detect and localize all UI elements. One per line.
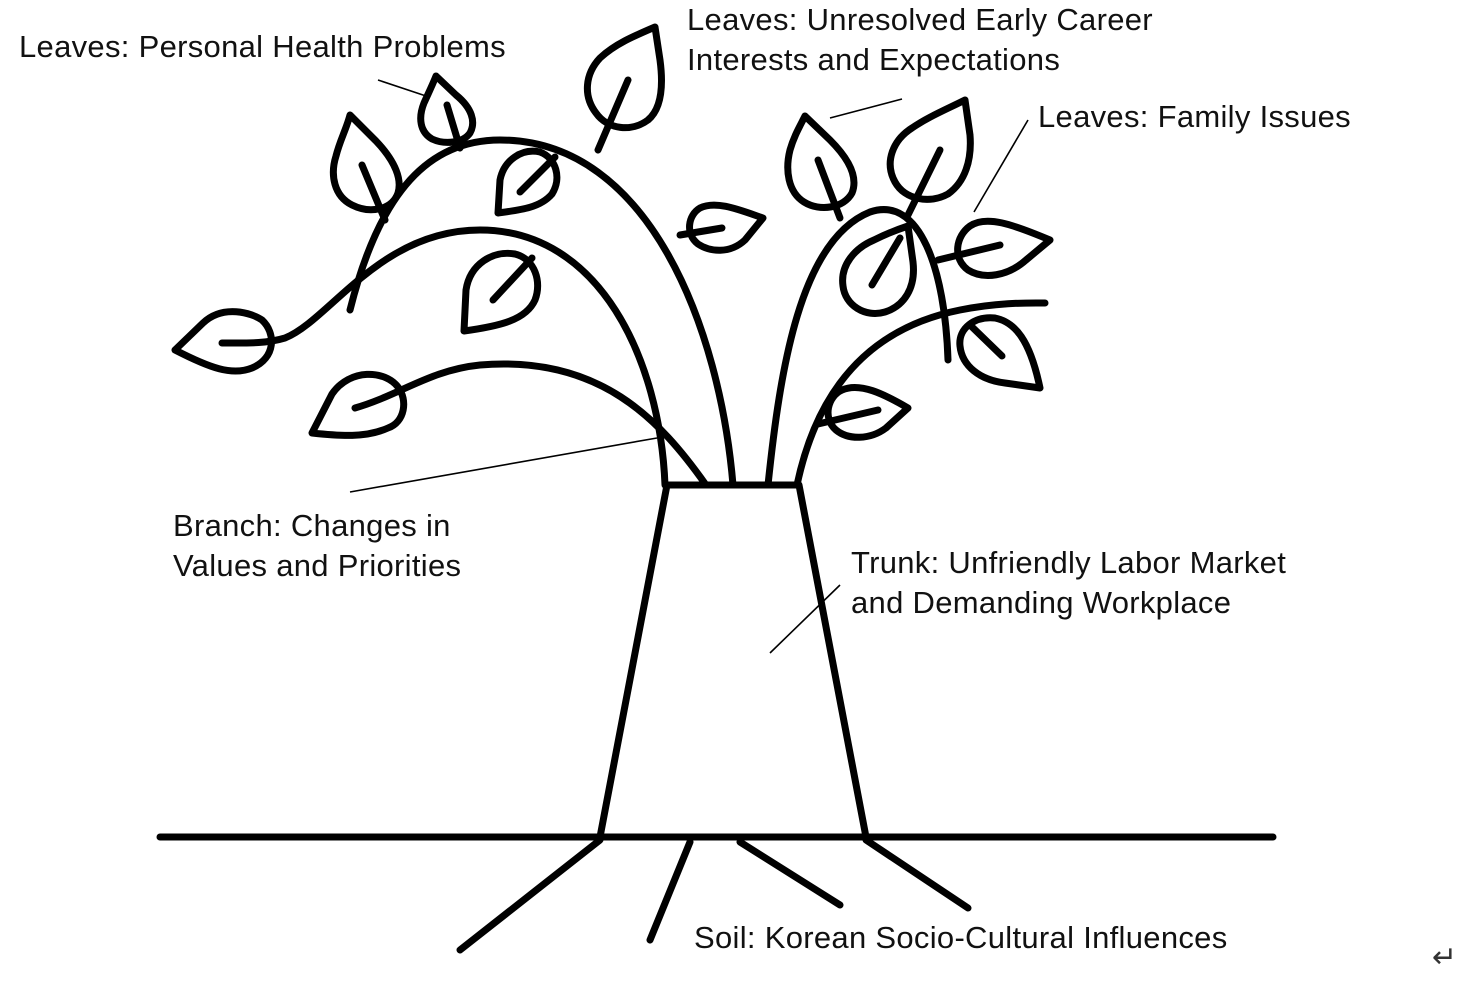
leaf xyxy=(784,112,858,211)
branch xyxy=(764,206,952,489)
leaf-stem xyxy=(594,76,632,154)
leaf-stem xyxy=(489,254,536,304)
label-soil: Soil: Korean Socio-Cultural Influences xyxy=(694,918,1228,958)
trunk xyxy=(596,481,870,841)
callout-branch xyxy=(349,437,658,493)
root xyxy=(456,836,604,954)
leaf xyxy=(494,147,561,217)
branch xyxy=(346,136,737,489)
leaf xyxy=(329,111,403,214)
leaves xyxy=(171,23,1054,441)
leaf-stem xyxy=(868,234,904,289)
label-line: Leaves: Family Issues xyxy=(1038,99,1351,134)
leaf-stem xyxy=(516,153,559,196)
label-branch: Branch: Changes in Values and Priorities xyxy=(173,506,461,586)
leaf-stem xyxy=(904,146,944,219)
label-family-issues: Leaves: Family Issues xyxy=(1038,97,1351,137)
leaf-stem xyxy=(934,241,1004,264)
leaf-stem xyxy=(814,406,882,428)
branch xyxy=(351,360,710,489)
root xyxy=(646,838,694,944)
leaf xyxy=(583,23,665,132)
leaf-stem xyxy=(358,161,389,224)
label-line: Soil: Korean Socio-Cultural Influences xyxy=(694,920,1228,955)
label-line: and Demanding Workplace xyxy=(851,585,1232,620)
leaf xyxy=(308,370,408,439)
callout-health xyxy=(377,79,427,97)
callout-career xyxy=(829,98,903,119)
leaf xyxy=(954,217,1054,279)
label-early-career: Leaves: Unresolved Early Career Interest… xyxy=(687,0,1153,80)
leaf-stem xyxy=(966,321,1006,360)
label-line: Branch: Changes in xyxy=(173,508,451,543)
leaf-stem xyxy=(443,101,464,152)
leaf xyxy=(839,222,917,317)
leaf xyxy=(171,308,275,375)
label-line: Leaves: Unresolved Early Career xyxy=(687,2,1153,37)
branch xyxy=(218,226,669,489)
roots xyxy=(456,836,972,954)
label-trunk: Trunk: Unfriendly Labor Market and Deman… xyxy=(851,543,1286,623)
leaf-stem xyxy=(814,156,844,222)
callout-family xyxy=(973,119,1029,213)
leaf-stem xyxy=(676,224,726,239)
callout-lines xyxy=(349,79,1029,654)
callout-trunk xyxy=(769,584,841,654)
root xyxy=(862,836,972,912)
leaf xyxy=(460,249,542,335)
label-personal-health: Leaves: Personal Health Problems xyxy=(19,27,506,67)
leaf xyxy=(886,96,974,203)
leaf xyxy=(686,201,767,254)
root xyxy=(736,838,844,909)
label-line: Interests and Expectations xyxy=(687,42,1061,77)
label-line: Trunk: Unfriendly Labor Market xyxy=(851,545,1287,580)
label-line: Leaves: Personal Health Problems xyxy=(19,29,506,64)
label-line: Values and Priorities xyxy=(173,548,462,583)
leaf xyxy=(417,72,477,146)
return-mark: ↵ xyxy=(1432,940,1458,975)
leaf xyxy=(824,383,912,441)
